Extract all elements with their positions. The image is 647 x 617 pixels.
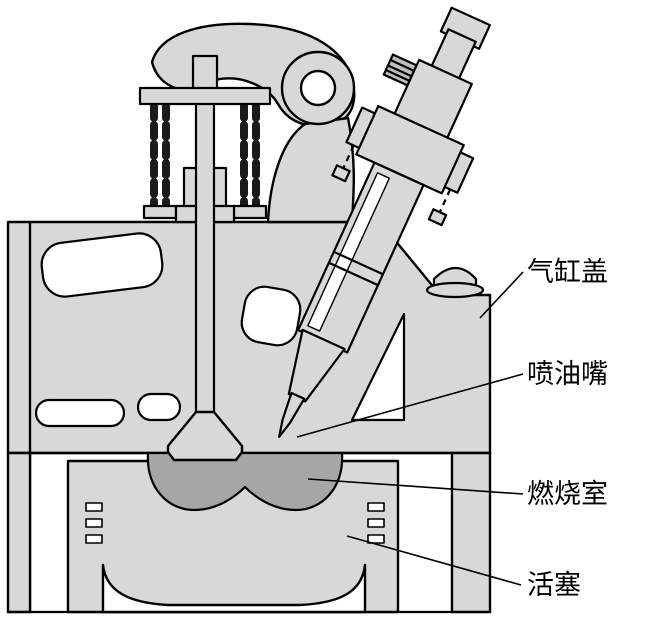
head-dome-nut [425, 266, 485, 299]
leader-line-piston [346, 535, 522, 586]
cylinder-wall-left [6, 451, 32, 614]
injector-nozzle-cone [287, 328, 346, 403]
label-piston: 活塞 [527, 570, 581, 601]
spring-retainer [138, 86, 272, 106]
combustion-chamber-bowl [146, 451, 344, 512]
injector-fitting [382, 53, 418, 87]
leader-line-combustion-chamber [307, 478, 524, 495]
injector-stud-nut-left [331, 164, 351, 183]
label-cylinder-head: 气缸盖 [527, 257, 608, 288]
spring-seat-left [142, 204, 178, 220]
cylinder-block [6, 451, 492, 614]
spring-seat-right [232, 204, 268, 220]
piston-assembly [66, 451, 400, 614]
injector-barrel-joint [328, 261, 379, 287]
piston-ring-groove [367, 518, 385, 528]
leader-line-injector-nozzle [296, 373, 524, 438]
label-combustion-chamber: 燃烧室 [527, 479, 608, 510]
piston-ring-groove [85, 518, 103, 528]
head-triangle-cutout [350, 312, 406, 422]
piston-ring-groove [367, 534, 385, 544]
fuel-injector [278, 6, 491, 438]
rocker-pedestal [266, 116, 355, 224]
annotation-layer: 气缸盖 喷油嘴 燃烧室 活塞 [296, 257, 608, 601]
valve-assembly [138, 54, 272, 424]
head-water-cutout-1 [34, 398, 126, 428]
dome-nut-base [425, 281, 485, 299]
valve-springs [150, 102, 260, 210]
leader-line-cylinder-head [479, 271, 524, 319]
injector-barrel-highlight [307, 172, 391, 332]
head-water-cutout-2 [136, 392, 182, 422]
injector-stud-nut-right [427, 208, 448, 227]
valve-stem [194, 68, 216, 424]
injector-barrel-joint [333, 250, 384, 276]
head-port-cutout [40, 232, 164, 298]
label-injector-nozzle: 喷油嘴 [527, 359, 608, 390]
rocker-arm-assembly [150, 22, 356, 224]
piston-ring-groove [367, 502, 385, 512]
rocker-shaft-bore [299, 69, 337, 107]
valve-head [166, 410, 244, 462]
piston-interior [101, 563, 367, 614]
injector-nozzle-tip [278, 391, 306, 438]
piston-ring-groove [85, 534, 103, 544]
piston-ring-groove [85, 502, 103, 512]
cylinder-wall-right [450, 451, 492, 614]
head-passage-cutout [240, 285, 302, 347]
